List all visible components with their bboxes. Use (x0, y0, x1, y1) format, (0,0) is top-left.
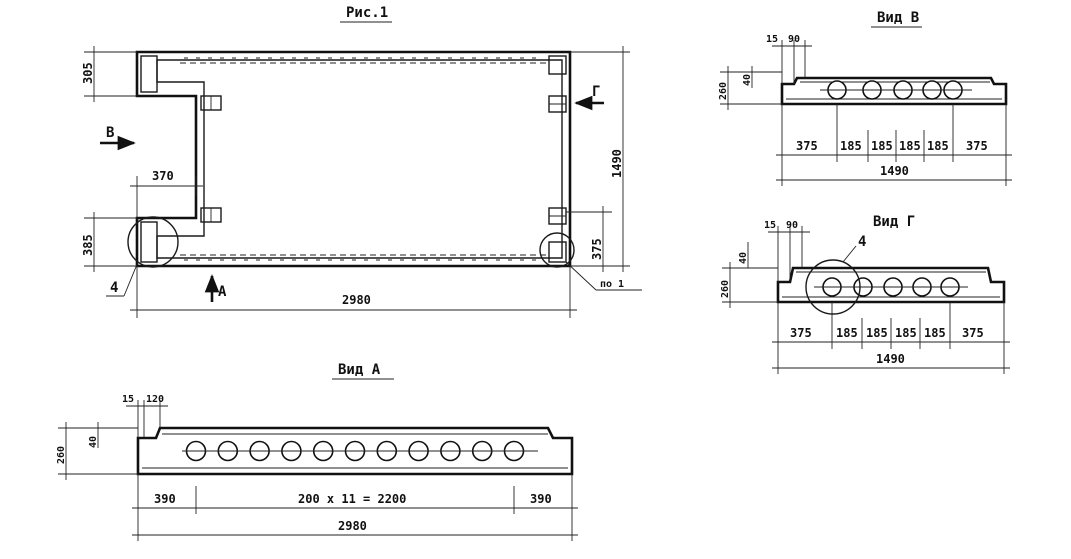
view-v-seg: 375 (796, 139, 818, 153)
view-v-seg: 185 (840, 139, 862, 153)
plan-outline (135, 50, 572, 268)
plan-view: В Г А 305 385 370 1490 375 2980 (81, 46, 642, 318)
view-g-dim-260: 260 (720, 280, 731, 298)
view-a-dim-120: 120 (146, 394, 164, 405)
view-g-title: Вид Г (873, 214, 915, 230)
view-v-seg: 185 (871, 139, 893, 153)
view-g-callout-leader (842, 245, 857, 263)
callout-po1: по 1 (600, 279, 624, 290)
label-g: Г (592, 84, 600, 100)
view-v-title: Вид В (877, 10, 919, 26)
dim-370: 370 (152, 169, 174, 183)
detail-circle-left (127, 216, 179, 268)
label-b: В (106, 125, 114, 141)
callout-4-leader (123, 261, 139, 297)
dim-1490: 1490 (610, 149, 624, 178)
view-g-seg: 185 (924, 326, 946, 340)
view-g-callout-4: 4 (858, 234, 866, 250)
dim-375: 375 (590, 238, 604, 260)
detail-circle-right (539, 232, 575, 268)
corner-block-bl (140, 221, 158, 263)
view-a-dim-260: 260 (56, 446, 67, 464)
view-g-slab (776, 266, 1006, 304)
view-g-total: 1490 (876, 352, 905, 366)
dim-305: 305 (81, 62, 95, 84)
view-v-dim-40: 40 (742, 74, 753, 86)
view-v-seg: 185 (899, 139, 921, 153)
view-v: 15 90 260 40 375 185 185 185 185 375 149… (718, 34, 1012, 186)
view-g: 4 15 90 260 40 375 185 185 185 185 375 1… (720, 220, 1010, 374)
view-v-dim-260: 260 (718, 82, 729, 100)
view-g-dim-90: 90 (786, 220, 798, 231)
corner-block-tl (140, 55, 158, 93)
corner-block-tr (548, 55, 567, 75)
view-g-detail-circle (805, 259, 861, 315)
view-v-dim-90: 90 (788, 34, 800, 45)
view-a-total: 2980 (338, 519, 367, 533)
view-g-seg: 185 (866, 326, 888, 340)
view-a-dim-40: 40 (88, 436, 99, 448)
view-g-seg: 375 (790, 326, 812, 340)
view-g-seg: 185 (895, 326, 917, 340)
view-a: 15 120 260 40 390 200 х 11 = 2200 390 29… (56, 394, 578, 541)
callout-po1-leader (565, 261, 597, 291)
corner-block-br (548, 241, 567, 263)
view-g-seg: 375 (962, 326, 984, 340)
view-a-dim-15: 15 (122, 394, 134, 405)
label-a: А (218, 284, 227, 300)
view-a-right: 390 (530, 492, 552, 506)
view-v-slab (780, 76, 1008, 106)
view-a-middle: 200 х 11 = 2200 (298, 492, 406, 506)
view-g-seg: 185 (836, 326, 858, 340)
dim-2980: 2980 (342, 293, 371, 307)
view-v-seg: 185 (927, 139, 949, 153)
callout-4: 4 (110, 280, 118, 296)
figure-title: Рис.1 (346, 5, 388, 21)
view-v-total: 1490 (880, 164, 909, 178)
view-g-dim-40: 40 (738, 252, 749, 264)
view-v-seg: 375 (966, 139, 988, 153)
view-g-dim-15: 15 (764, 220, 776, 231)
view-v-dim-15: 15 (766, 34, 778, 45)
view-a-title: Вид А (338, 362, 381, 378)
view-a-left: 390 (154, 492, 176, 506)
plan-inner-outline (156, 59, 563, 259)
dim-385: 385 (81, 234, 95, 256)
